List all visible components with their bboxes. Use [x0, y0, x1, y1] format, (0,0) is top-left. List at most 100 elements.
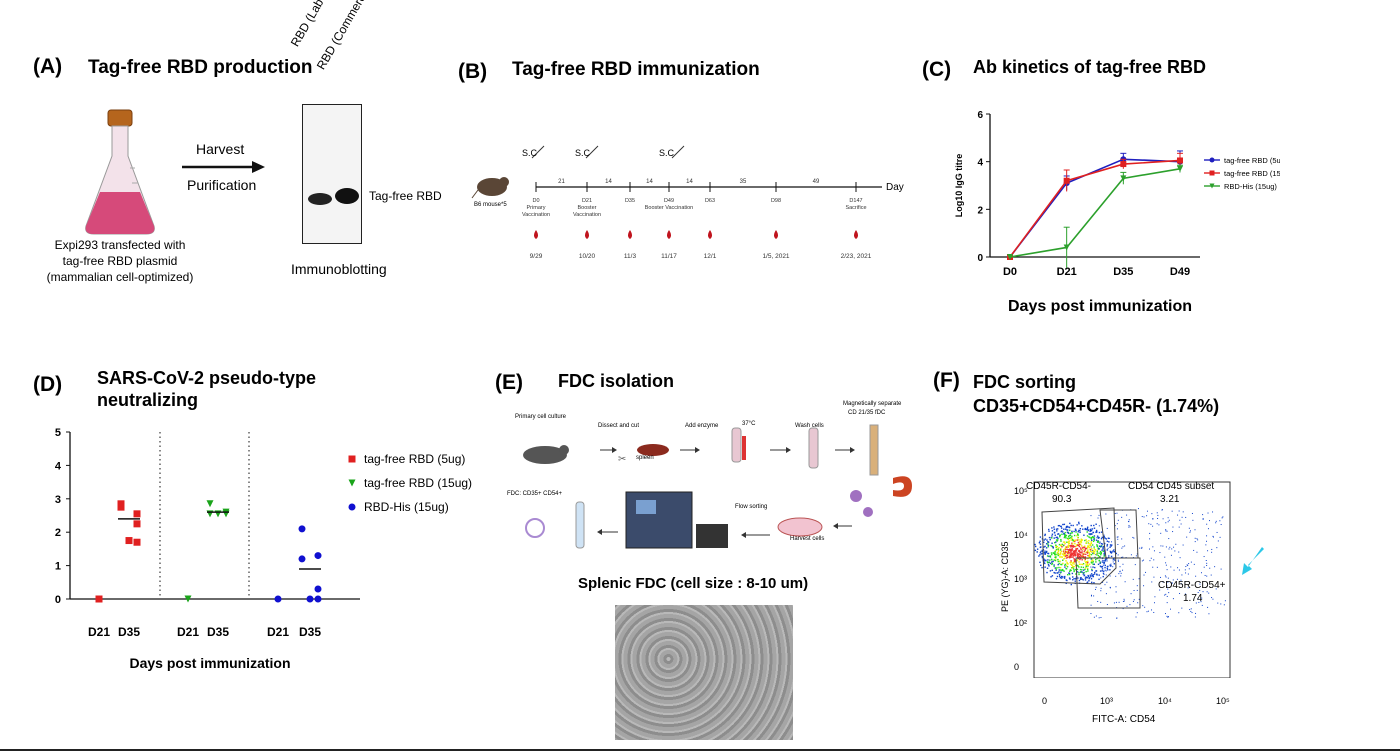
event-dot [1085, 561, 1088, 563]
event-dot [1099, 550, 1102, 553]
event-dot [1207, 512, 1209, 514]
event-dot [1081, 525, 1083, 527]
event-dot [1086, 550, 1089, 553]
event-dot [1093, 552, 1095, 555]
event-dot [1117, 543, 1119, 545]
event-dot [1063, 557, 1066, 560]
event-dot [1149, 532, 1151, 534]
event-dot [1110, 565, 1112, 567]
event-dot [1095, 529, 1098, 532]
event-dot [1090, 553, 1093, 556]
event-dot [1039, 554, 1041, 556]
event-dot [1046, 561, 1049, 563]
event-dot [1088, 555, 1090, 558]
event-dot [1096, 535, 1099, 537]
panel-c-title: Ab kinetics of tag-free RBD [973, 57, 1207, 77]
event-dot [1064, 548, 1067, 550]
event-dot [1133, 599, 1135, 601]
event-dot [1064, 547, 1066, 550]
event-dot [1089, 550, 1092, 553]
event-dot [1092, 575, 1095, 577]
event-dot [1217, 602, 1219, 604]
event-dot [1172, 531, 1174, 533]
gate2-value: 3.21 [1160, 494, 1180, 505]
event-dot [1075, 551, 1077, 554]
event-name: D35 [624, 198, 636, 204]
event-dot [1075, 529, 1077, 532]
event-dot [1059, 560, 1061, 562]
event-dot [1100, 552, 1102, 554]
event-dot [1056, 575, 1059, 578]
event-dot [1087, 529, 1090, 532]
event-dot [1104, 564, 1106, 567]
gate1-value: 90.3 [1052, 494, 1072, 505]
fdc-micrograph [615, 605, 793, 740]
event-dot [1117, 519, 1119, 521]
event-dot [1089, 529, 1092, 532]
event-dot [1116, 512, 1118, 514]
timeline-event: D63 [680, 198, 740, 205]
event-dot [1206, 575, 1208, 577]
event-dot [1085, 553, 1087, 556]
event-dot [1216, 531, 1218, 533]
event-dot [1049, 538, 1051, 541]
event-dot [1067, 574, 1069, 576]
event-dot [1162, 581, 1164, 583]
data-point [314, 585, 322, 593]
event-dot [1055, 569, 1057, 571]
event-dot [1109, 569, 1111, 571]
data-point [214, 510, 222, 518]
event-dot [1149, 538, 1151, 540]
event-dot [1057, 533, 1059, 535]
event-dot [1073, 553, 1076, 555]
event-dot [1076, 539, 1079, 541]
flow-y-tick: 10⁵ [1014, 486, 1028, 496]
event-dot [1164, 594, 1166, 596]
event-dot [1113, 549, 1115, 551]
event-dot [1056, 540, 1058, 542]
event-dot [1069, 554, 1071, 556]
event-dot [1103, 534, 1105, 536]
event-dot [1188, 568, 1190, 570]
event-dot [1075, 577, 1077, 580]
step-primary-culture: Primary cell culture [515, 414, 567, 420]
event-dot [1215, 588, 1217, 590]
event-dot [1082, 547, 1084, 549]
timeline-event: D35 [600, 198, 660, 205]
event-dot [1103, 535, 1105, 538]
event-dot [1087, 546, 1090, 548]
event-dot [1160, 576, 1162, 578]
event-dot [1066, 550, 1068, 553]
event-dot [1173, 546, 1175, 548]
gate1-label: CD45R-CD54- [1026, 481, 1092, 492]
event-dot [1100, 601, 1102, 603]
event-dot [1047, 559, 1049, 561]
event-dot [1065, 534, 1068, 537]
event-dot [1109, 544, 1112, 546]
panel-d-letter: (D) [33, 373, 63, 396]
event-dot [1088, 540, 1090, 542]
event-dot [1086, 526, 1089, 528]
event-dot [1081, 545, 1083, 547]
step-fdc: FDC: CD35+ CD54+ [507, 491, 563, 497]
event-dot [1190, 608, 1192, 610]
event-dot [1066, 561, 1068, 564]
data-point [133, 538, 141, 546]
event-dot [1135, 616, 1137, 618]
event-dot [1134, 564, 1136, 566]
event-dot [1082, 579, 1084, 581]
data-point [206, 500, 214, 508]
event-dot [1048, 530, 1050, 532]
event-dot [1072, 565, 1074, 568]
event-dot [1049, 562, 1052, 565]
event-dot [1164, 613, 1166, 615]
event-dot [1200, 601, 1202, 603]
event-dot [1056, 567, 1058, 569]
event-dot [1186, 536, 1188, 538]
event-dot [1063, 528, 1065, 530]
event-dot [1187, 565, 1189, 567]
event-dot [1093, 573, 1096, 575]
event-dot [1167, 581, 1169, 583]
